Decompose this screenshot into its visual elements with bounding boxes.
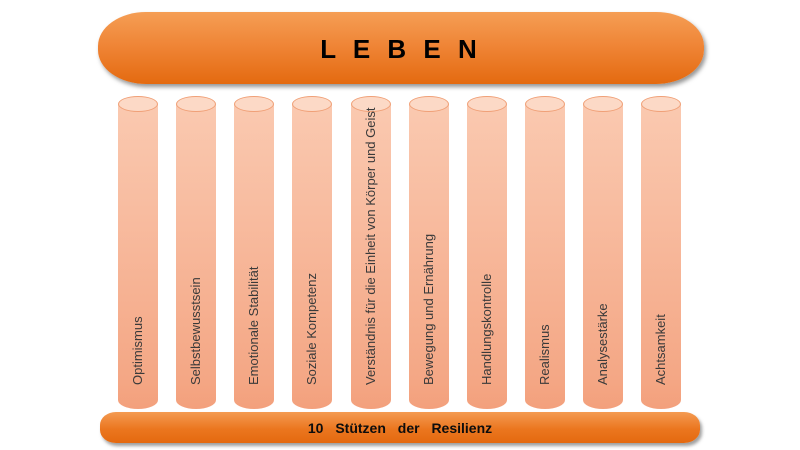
pillar-label: Analysestärke (595, 303, 610, 385)
pillar-emotionale-stabilitaet: Emotionale Stabilität (234, 96, 274, 409)
pillar-top-ellipse (351, 96, 391, 112)
pillar-top-ellipse (467, 96, 507, 112)
pillar-label: Emotionale Stabilität (246, 266, 261, 385)
pillar-top-ellipse (525, 96, 565, 112)
pillar-achtsamkeit: Achtsamkeit (641, 96, 681, 409)
pillar-body (118, 104, 158, 409)
pillar-soziale-kompetenz: Soziale Kompetenz (292, 96, 332, 409)
pillar-analysestaerke: Analysestärke (583, 96, 623, 409)
pillar-top-ellipse (583, 96, 623, 112)
pillar-verstaendnis-einheit: Verständnis für die Einheit von Körper u… (351, 96, 391, 409)
pillar-body (351, 104, 391, 409)
pillar-bewegung-ernaehrung: Bewegung und Ernährung (409, 96, 449, 409)
pillar-body (176, 104, 216, 409)
pillar-top-ellipse (409, 96, 449, 112)
pillar-label: Soziale Kompetenz (304, 272, 319, 385)
leben-banner-label: L E B E N (320, 33, 482, 64)
pillar-body (583, 104, 623, 409)
pillar-selbstbewusstsein: Selbstbewusstsein (176, 96, 216, 409)
pillar-realismus: Realismus (525, 96, 565, 409)
pillar-top-ellipse (176, 96, 216, 112)
pillar-label: Realismus (537, 324, 552, 385)
leben-banner: L E B E N (98, 12, 704, 84)
pillar-top-ellipse (641, 96, 681, 112)
pillar-label: Verständnis für die Einheit von Körper u… (363, 107, 378, 386)
pillar-optimismus: Optimismus (118, 96, 158, 409)
pillar-handlungskontrolle: Handlungskontrolle (467, 96, 507, 409)
resilienz-footer-bar: 10 Stützen der Resilienz (100, 412, 700, 443)
pillar-body (234, 104, 274, 409)
pillar-body (409, 104, 449, 409)
pillar-body (292, 104, 332, 409)
pillar-label: Achtsamkeit (653, 314, 668, 385)
pillar-top-ellipse (234, 96, 274, 112)
pillar-label: Selbstbewusstsein (188, 277, 203, 385)
pillar-body (641, 104, 681, 409)
pillar-label: Optimismus (130, 316, 145, 385)
resilienz-footer-label: 10 Stützen der Resilienz (307, 419, 493, 436)
pillar-label: Handlungskontrolle (479, 273, 494, 385)
pillar-body (467, 104, 507, 409)
pillar-top-ellipse (292, 96, 332, 112)
pillar-body (525, 104, 565, 409)
pillar-top-ellipse (118, 96, 158, 112)
pillar-label: Bewegung und Ernährung (421, 233, 436, 385)
